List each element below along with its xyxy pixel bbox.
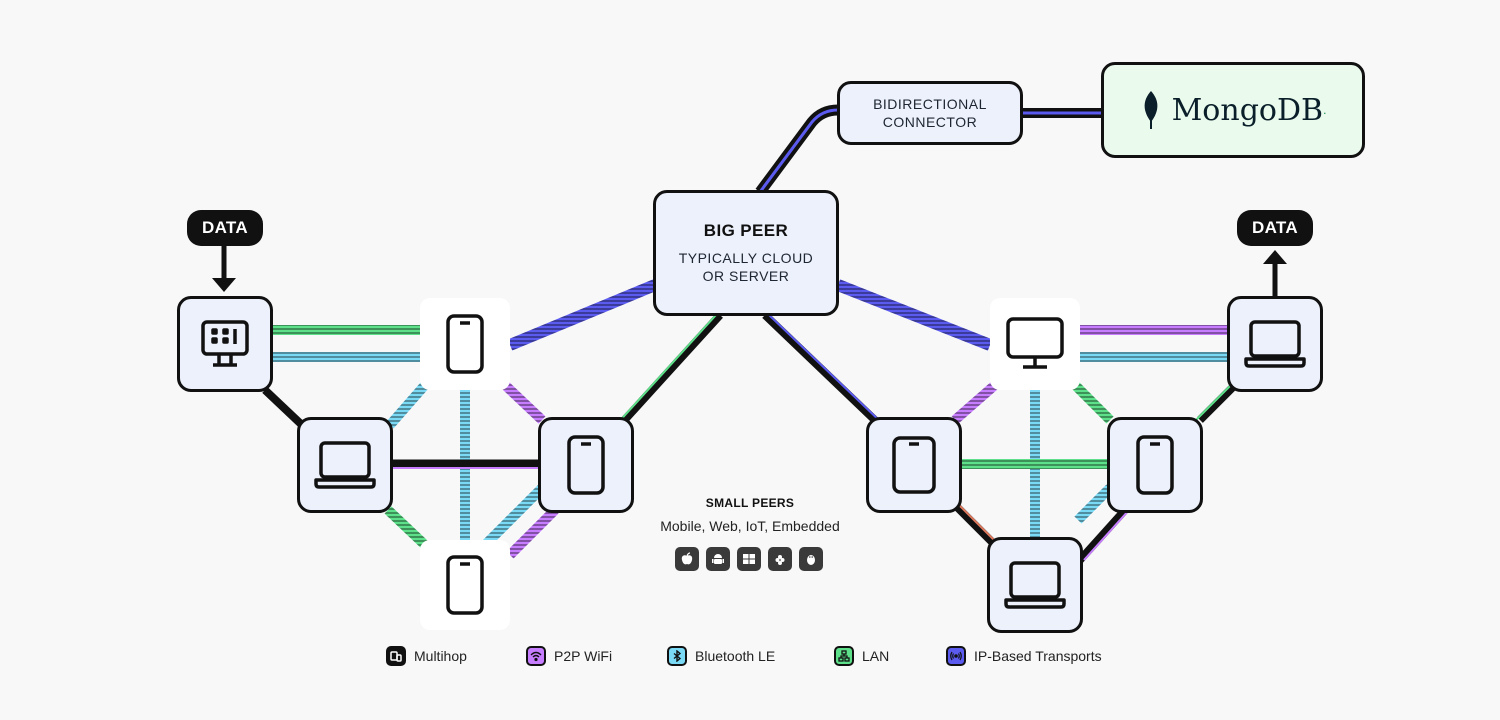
phone-device-top-left [420,298,510,390]
connector-line1: BIDIRECTIONAL [873,96,987,112]
windows-icon [737,547,761,571]
legend-multihop: Multihop [386,646,467,666]
mongodb-label: MongoDB [1171,92,1324,128]
legend-label: Multihop [414,648,467,664]
connector-line2: CONNECTOR [882,114,978,130]
legend-label: P2P WiFi [554,648,613,664]
apple-icon [675,547,699,571]
raspberry-pi-icon [768,547,792,571]
legend-lan: LAN [834,646,889,666]
bluetooth-icon [667,646,687,666]
legend-label: LAN [862,648,890,664]
laptop-icon [1004,561,1066,609]
kiosk-device [177,296,273,392]
big-peer-box: BIG PEER TYPICALLY CLOUD OR SERVER [653,190,839,316]
data-out-label: DATA [1237,210,1313,246]
kiosk-icon [201,320,249,367]
laptop-device-left [297,417,393,513]
phone-device-right [1107,417,1203,513]
link-bigpeer-connector [755,104,839,196]
legend-label: Bluetooth LE [695,648,776,664]
wifi-icon [526,646,546,666]
laptop-icon [1244,320,1306,368]
linux-icon [799,547,823,571]
phone-device-mid-left [538,417,634,513]
legend-p2p-wifi: P2P WiFi [526,646,612,666]
phone-icon [446,314,484,374]
laptop-device-right-top [1227,296,1323,392]
legend-ip-based: IP-Based Transports [946,646,1102,666]
mongodb-leaf-icon [1144,91,1157,129]
multihop-icon [386,646,406,666]
laptop-icon [314,441,376,489]
legend-bluetooth-le: Bluetooth LE [667,646,775,666]
data-in-label: DATA [187,210,263,246]
big-peer-subtitle-1: TYPICALLY CLOUD [678,250,814,266]
mongodb-box: MongoDB. [1101,62,1365,158]
phone-device-bottom-left [420,540,510,630]
lan-icon [834,646,854,666]
tablet-icon [892,436,936,494]
big-peer-title: BIG PEER [703,221,789,240]
small-peers-title: SMALL PEERS [705,496,795,510]
desktop-device [990,298,1080,390]
desktop-monitor-icon [1006,317,1064,369]
small-peers-subtitle: Mobile, Web, IoT, Embedded [660,518,840,534]
bidirectional-connector: BIDIRECTIONAL CONNECTOR [837,81,1023,145]
android-icon [706,547,730,571]
platform-icons [675,547,823,571]
phone-icon [1136,435,1174,495]
phone-icon [446,555,484,615]
tablet-device-right [866,417,962,513]
broadcast-icon [946,646,966,666]
big-peer-subtitle-2: OR SERVER [702,268,790,284]
phone-icon [567,435,605,495]
link-multihop-left [617,312,723,428]
laptop-device-right-bottom [987,537,1083,633]
link-multihop-right [762,312,883,428]
legend-label: IP-Based Transports [974,648,1102,664]
